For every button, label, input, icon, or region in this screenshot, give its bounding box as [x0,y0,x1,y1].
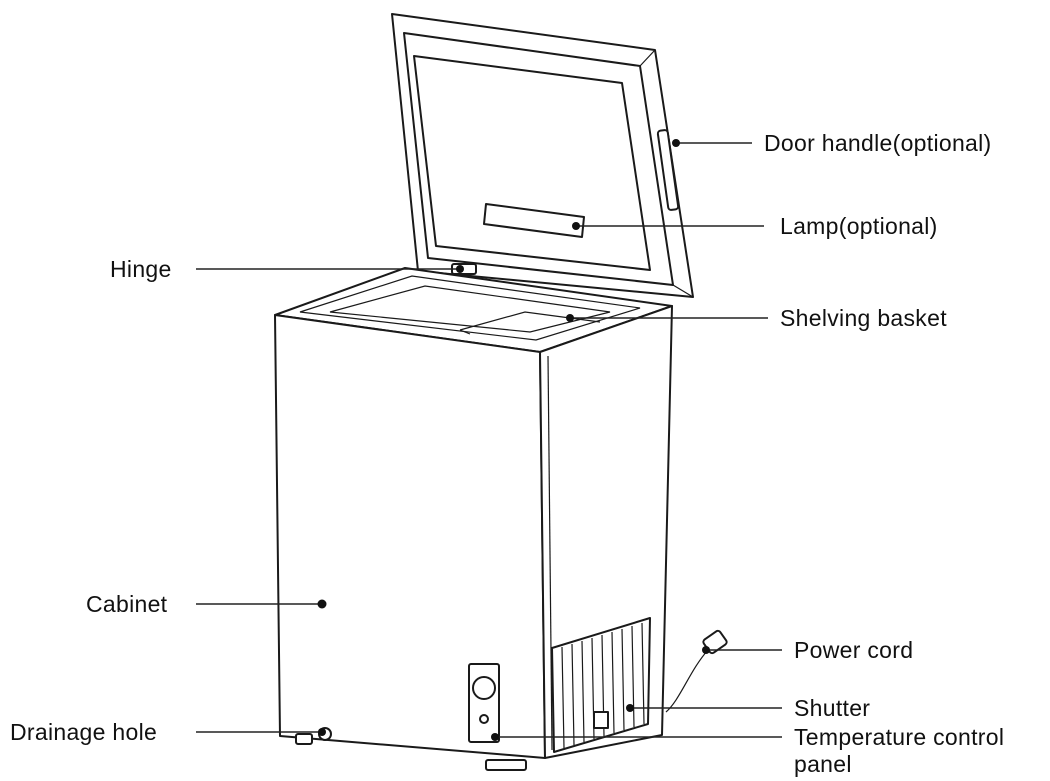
label-cabinet: Cabinet [86,591,168,617]
lamp [483,203,585,238]
dot-power-cord [702,646,710,654]
dot-shelving-basket [566,314,574,322]
label-shutter: Shutter [794,695,871,721]
dot-cabinet [317,599,327,609]
power-cord [665,629,728,713]
label-hinge: Hinge [110,256,172,282]
label-shelving-basket: Shelving basket [780,305,947,331]
dot-temperature-control [491,733,499,741]
dot-hinge [456,265,464,273]
label-power-cord: Power cord [794,637,914,663]
dot-shutter [626,704,634,712]
label-door-handle: Door handle(optional) [764,130,992,156]
freezer-lid [391,13,694,298]
label-temperature-control-panel: panel [794,751,852,777]
label-temperature-control: Temperature control [794,724,1005,750]
dot-drainage-hole [318,728,326,736]
shutter-grille [551,617,651,753]
door-handle [656,129,680,211]
temperature-control-panel [468,663,500,743]
dot-lamp [572,222,580,230]
dot-door-handle [672,139,680,147]
label-lamp: Lamp(optional) [780,213,938,239]
label-drainage-hole: Drainage hole [10,719,158,745]
